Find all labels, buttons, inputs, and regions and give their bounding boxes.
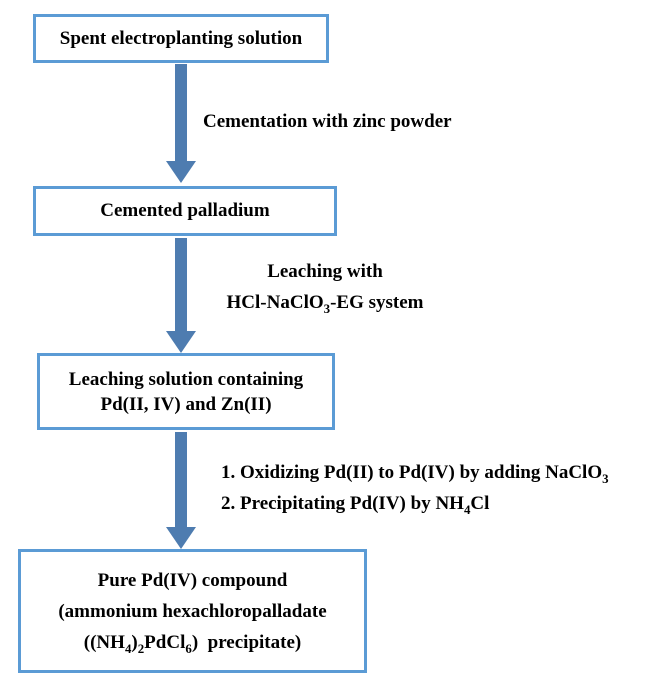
arrow-label-line: Cementation with zinc powder	[203, 111, 452, 132]
arrow-down-shaft-3	[175, 432, 187, 527]
arrow-label-leaching: Leaching with HCl-NaClO3-EG system	[200, 256, 450, 318]
arrow-down-shaft-2	[175, 238, 187, 331]
arrow-label-line: 2. Precipitating Pd(IV) by NH4Cl	[221, 493, 490, 517]
arrow-label-line: Leaching with	[267, 261, 383, 282]
box-text-line: ((NH4)2PdCl6) precipitate)	[83, 631, 302, 656]
arrow-down-head-1	[166, 161, 196, 183]
flow-box-pure-pd-compound: Pure Pd(IV) compound (ammonium hexachlor…	[18, 549, 367, 673]
arrow-label-line: 1. Oxidizing Pd(II) to Pd(IV) by adding …	[221, 462, 609, 486]
arrow-label-cementation: Cementation with zinc powder	[203, 109, 452, 135]
box-text-line: Cemented palladium	[100, 200, 270, 221]
arrow-down-head-3	[166, 527, 196, 549]
box-text-line: Spent electroplanting solution	[59, 27, 303, 49]
arrow-down-shaft-1	[175, 64, 187, 161]
box-text-line: Leaching solution containing	[68, 368, 304, 390]
arrow-down-head-2	[166, 331, 196, 353]
box-text-line: (ammonium hexachloropalladate	[58, 600, 327, 622]
box-text-line: Pd(II, IV) and Zn(II)	[100, 393, 272, 415]
flow-box-spent-electroplanting-solution: Spent electroplanting solution	[33, 14, 329, 63]
flow-box-leaching-solution: Leaching solution containing Pd(II, IV) …	[37, 353, 335, 430]
arrow-label-oxidize-precipitate: 1. Oxidizing Pd(II) to Pd(IV) by adding …	[221, 457, 609, 519]
arrow-label-line: HCl-NaClO3-EG system	[226, 292, 424, 316]
box-text-line: Pure Pd(IV) compound	[97, 569, 288, 591]
flow-box-cemented-palladium: Cemented palladium	[33, 186, 337, 236]
